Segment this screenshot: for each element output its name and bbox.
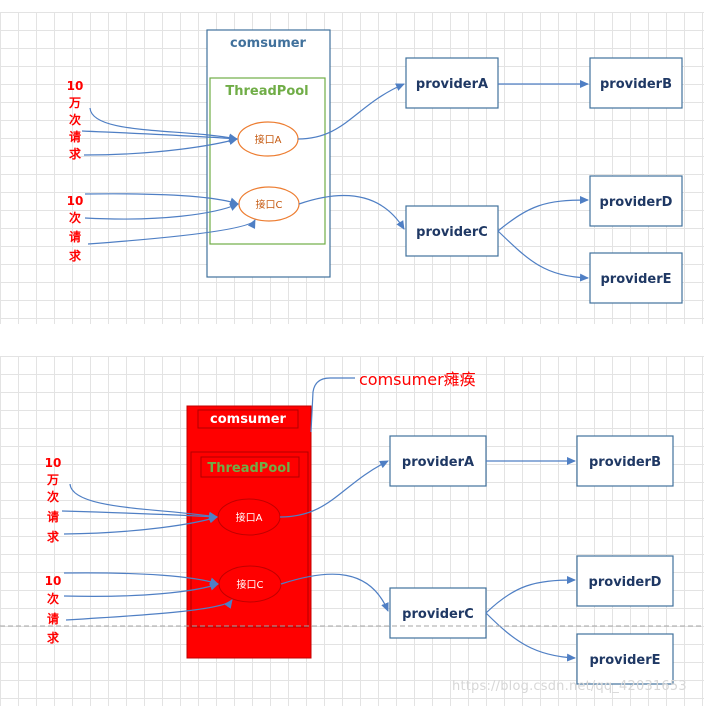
top-provider-b: [589, 57, 683, 109]
watermark: https://blog.csdn.net/qq_42031653: [452, 679, 687, 694]
bottom-request-arrow: [63, 582, 219, 597]
bottom-req-small-text: 10: [45, 574, 62, 588]
bottom-request-label-large: 10 万 次 请 求: [45, 456, 62, 544]
top-arrow-provider-c-to-e: [497, 230, 589, 282]
bottom-api-a-label: 接口A: [236, 511, 263, 524]
top-request-label-large: 10 万 次 请 求: [67, 79, 84, 161]
bottom-provider-e-label: providerE: [590, 653, 661, 668]
top-request-arrow: [84, 203, 239, 220]
top-request-arrow: [83, 137, 238, 156]
bottom-request-arrow: [63, 515, 218, 535]
top-request-arrow: [84, 193, 239, 206]
bottom-request-arrow: [65, 599, 233, 621]
top-provider-e: [589, 252, 683, 304]
top-provider-b-label: providerB: [600, 77, 672, 92]
bottom-req-big-text: 10: [45, 456, 62, 470]
bottom-provider-arrows: [279, 457, 576, 662]
bottom-callout-line: [310, 377, 355, 433]
top-provider-c-label: providerC: [416, 225, 488, 240]
bottom-threadpool-label: ThreadPool: [207, 461, 290, 476]
top-provider-a-label: providerA: [416, 77, 488, 92]
top-request-arrows: [81, 107, 256, 245]
bottom-arrow-provider-c-to-e: [485, 612, 576, 662]
bottom-request-arrow: [63, 572, 219, 586]
bottom-req-big-text: 请: [47, 509, 59, 524]
bottom-req-small-text: 请: [47, 611, 59, 626]
bottom-consumer-title: comsumer: [210, 412, 287, 427]
bottom-consumer-title-frame: [197, 409, 299, 429]
bottom-provider-b: [576, 435, 674, 487]
bottom-req-small-text: 次: [47, 591, 59, 606]
top-api-c-label: 接口C: [256, 198, 283, 211]
bottom-callout-text: comsumer瘫痪: [359, 370, 476, 389]
top-threadpool-label: ThreadPool: [225, 84, 308, 99]
bottom-provider-d-label: providerD: [589, 575, 662, 590]
bottom-request-arrow: [61, 510, 218, 521]
bottom-api-c-label: 接口C: [237, 578, 264, 591]
top-req-big-text: 次: [69, 112, 81, 127]
top-req-small-text: 请: [69, 229, 81, 244]
top-api-a-label: 接口A: [255, 133, 282, 146]
bottom-provider-d: [576, 555, 674, 607]
top-request-arrow: [89, 107, 238, 142]
top-request-arrow: [87, 219, 256, 245]
top-arrow-api-a-to-provider-a: [297, 83, 405, 140]
top-req-big-text: 万: [68, 96, 81, 110]
top-provider-d: [589, 175, 683, 227]
top-diagram: comsumer ThreadPool 接口A 接口C 10 万 次 请 求 1…: [67, 29, 683, 304]
top-request-label-small: 10 次 请 求: [67, 194, 84, 263]
bottom-req-big-text: 求: [47, 529, 60, 544]
top-arrow-provider-c-to-d: [497, 196, 589, 232]
top-req-small-text: 次: [69, 210, 81, 225]
bottom-request-arrows: [61, 483, 233, 621]
top-arrow-api-c-to-provider-c: [298, 194, 405, 230]
bottom-threadpool-label-frame: [200, 456, 300, 478]
bottom-req-big-text: 次: [47, 489, 59, 504]
top-consumer-title: comsumer: [230, 36, 307, 51]
top-provider-a: [405, 57, 499, 109]
bottom-provider-b-label: providerB: [589, 455, 661, 470]
top-req-big-text: 10: [67, 79, 84, 93]
bottom-request-arrow: [69, 483, 218, 520]
bottom-arrow-api-a-to-provider-a: [279, 460, 389, 518]
bottom-provider-e: [576, 633, 674, 685]
bottom-arrow-api-c-to-provider-c: [280, 573, 389, 612]
bottom-provider-c-label: providerC: [402, 607, 474, 622]
top-provider-arrows: [297, 80, 589, 282]
top-request-arrow: [81, 130, 238, 143]
top-req-small-text: 求: [69, 248, 82, 263]
bottom-req-small-text: 求: [47, 630, 60, 645]
bottom-req-big-text: 万: [46, 473, 59, 487]
bottom-threadpool-box: [190, 451, 309, 628]
top-provider-d-label: providerD: [600, 195, 673, 210]
bottom-arrow-provider-c-to-d: [485, 576, 576, 614]
top-req-big-text: 请: [69, 129, 81, 144]
top-provider-e-label: providerE: [601, 272, 672, 287]
top-req-small-text: 10: [67, 194, 84, 208]
top-req-big-text: 求: [69, 146, 82, 161]
bottom-provider-a-label: providerA: [402, 455, 474, 470]
bottom-request-label-small: 10 次 请 求: [45, 574, 62, 645]
top-diagram-panel: [0, 12, 704, 324]
bottom-provider-a: [389, 435, 487, 487]
bottom-diagram: comsumer ThreadPool 接口A 接口C comsumer瘫痪 1…: [0, 370, 704, 685]
